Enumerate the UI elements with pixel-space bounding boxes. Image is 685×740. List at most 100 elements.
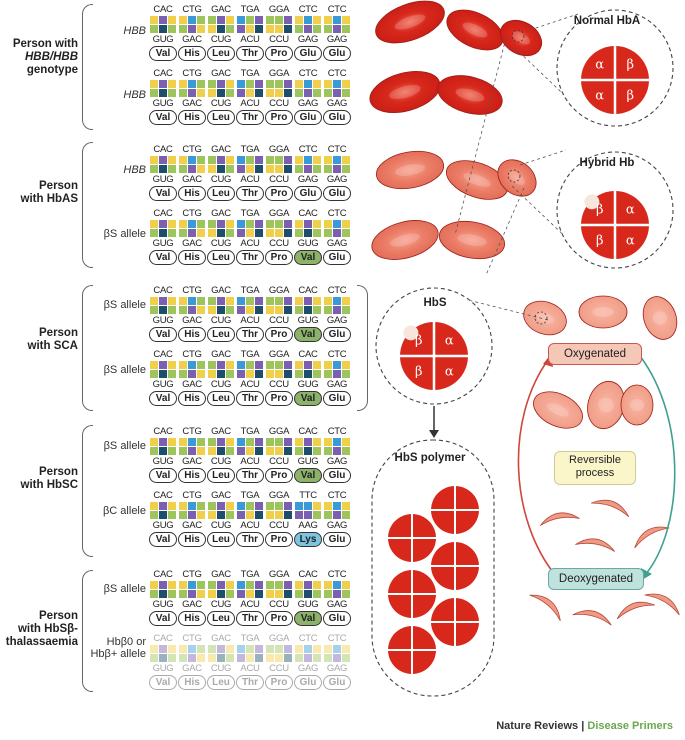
base-square: [324, 25, 332, 33]
base-square: [217, 654, 225, 662]
codon: CCU: [269, 379, 289, 390]
base-square: [150, 297, 158, 305]
base-square: [237, 361, 245, 369]
base-square: [237, 581, 245, 589]
allele-label: βS allele: [103, 440, 146, 452]
base-square: [313, 25, 321, 33]
base-square: [168, 447, 176, 455]
codon: GAG: [297, 174, 319, 185]
amino-acid-pill: Glu: [323, 46, 351, 61]
base-square: [313, 438, 321, 446]
codon: GAC: [182, 663, 202, 674]
base-square: [313, 80, 321, 88]
amino-acid-pill: His: [178, 110, 206, 125]
codon: GAG: [326, 599, 348, 610]
allele-label: Hbβ0 or Hbβ+ allele: [90, 636, 146, 660]
base-square: [150, 16, 158, 24]
base-square: [246, 590, 254, 598]
base-square: [324, 654, 332, 662]
sickle-cell: [591, 499, 630, 518]
amino-acid-pill: Thr: [236, 250, 264, 265]
codon: ACU: [240, 599, 260, 610]
cell-highlight: [462, 22, 488, 38]
cell-highlight: [455, 88, 485, 102]
person-label-line: Person with: [12, 38, 78, 50]
base-square: [255, 220, 263, 228]
codon: GAC: [211, 4, 231, 15]
base-square: [255, 590, 263, 598]
red-blood-cell: [446, 9, 504, 51]
base-square: [188, 80, 196, 88]
base-square: [208, 645, 216, 653]
base-square: [217, 370, 225, 378]
person-label-line: with SCA: [27, 340, 78, 352]
base-square: [333, 16, 341, 24]
cell-highlight: [597, 397, 615, 413]
base-square: [295, 502, 303, 510]
amino-acid-pill: Thr: [236, 391, 264, 406]
base-square: [295, 654, 303, 662]
base-square: [313, 502, 321, 510]
base-square: [324, 370, 332, 378]
base-square: [246, 229, 254, 237]
person-label-line: Person: [39, 327, 78, 339]
base-square: [179, 220, 187, 228]
codon: CUG: [210, 34, 232, 45]
amino-acid-pill: Pro: [265, 468, 293, 483]
base-square: [313, 645, 321, 653]
allele-label: HBB: [123, 89, 146, 101]
base-square: [217, 165, 225, 173]
codon: GAG: [326, 174, 348, 185]
codon: CTG: [182, 349, 202, 360]
amino-acid-pill: Val: [149, 110, 177, 125]
codon: TGA: [240, 569, 260, 580]
base-square: [295, 438, 303, 446]
base-square: [284, 590, 292, 598]
base-square: [179, 229, 187, 237]
base-square: [284, 297, 292, 305]
codon: CAC: [153, 144, 173, 155]
base-square: [246, 306, 254, 314]
base-square: [275, 156, 283, 164]
base-square: [217, 581, 225, 589]
codon: GAG: [326, 456, 348, 467]
base-square: [208, 165, 216, 173]
base-square: [324, 438, 332, 446]
base-square: [266, 297, 274, 305]
deoxygenated-label: Deoxygenated: [548, 568, 644, 590]
base-square: [284, 220, 292, 228]
base-square: [313, 156, 321, 164]
base-square: [237, 80, 245, 88]
base-square: [255, 370, 263, 378]
amino-acid-pill: Thr: [236, 532, 264, 547]
base-square: [246, 502, 254, 510]
base-color-bar: [150, 581, 355, 589]
codon: GAG: [326, 98, 348, 109]
amino-acid-pill: Val: [149, 391, 177, 406]
base-square: [197, 89, 205, 97]
base-square: [342, 306, 350, 314]
amino-acid-pill: Pro: [265, 186, 293, 201]
base-square: [255, 447, 263, 455]
base-square: [342, 511, 350, 519]
base-square: [168, 438, 176, 446]
base-square: [246, 581, 254, 589]
base-color-bar: [150, 165, 355, 173]
base-square: [150, 502, 158, 510]
base-square: [275, 581, 283, 589]
base-color-bar: [150, 89, 355, 97]
deoxygenation-arrow: [639, 355, 676, 576]
hybrid-hb-title: Hybrid Hb: [579, 157, 635, 169]
base-square: [333, 80, 341, 88]
codon: TGA: [240, 144, 260, 155]
base-square: [217, 156, 225, 164]
base-square: [168, 25, 176, 33]
amino-acid-pill: Pro: [265, 532, 293, 547]
sickle-cell: [616, 601, 655, 620]
base-square: [284, 438, 292, 446]
base-square: [226, 590, 234, 598]
base-square: [255, 438, 263, 446]
